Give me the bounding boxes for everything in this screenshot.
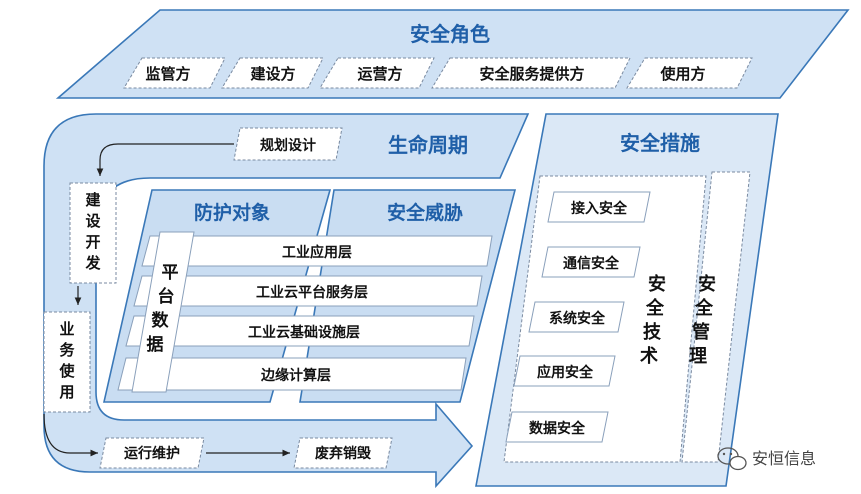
tech-title: 安全技术: [640, 273, 666, 367]
role-box-3: [319, 57, 435, 89]
role-operator: 运营方: [357, 65, 402, 83]
layer-box-2: [133, 275, 483, 307]
role-user: 使用方: [659, 65, 705, 83]
roles-band: 安全角色 监管方 建设方 运营方 安全服务提供方 使用方: [55, 9, 850, 99]
role-box-4: [431, 57, 631, 89]
roles-title: 安全角色: [410, 22, 490, 46]
stage-retire: 废弃销毁: [315, 445, 372, 462]
stage-build: 建设开发: [84, 191, 101, 272]
threat-title: 安全威胁: [387, 201, 463, 224]
tech-box-4: [513, 355, 616, 387]
wechat-icon: [717, 447, 747, 471]
lifecycle-box-build: [69, 182, 117, 284]
mgmt-column: [681, 171, 751, 463]
layer-edge: 边缘计算层: [260, 367, 331, 384]
lifecycle-box-ops: [99, 437, 205, 469]
platform-data-label: 平台数据: [147, 263, 179, 355]
stage-planning: 规划设计: [260, 137, 316, 154]
tech-system: 系统安全: [549, 310, 606, 327]
role-builder: 建设方: [250, 65, 295, 83]
watermark: 安恒信息: [717, 447, 816, 471]
arrow-use-to-ops: [43, 413, 98, 457]
stage-ops: 运行维护: [124, 445, 180, 462]
lifecycle-box-retire: [293, 437, 393, 469]
protect-section: 防护对象 安全威胁 工业应用层 工业云平台服务层 工业云基础设施层 边缘计算层 …: [102, 189, 517, 403]
layer-box-4: [117, 357, 467, 391]
measures-section: 安全措施 安全技术 安全管理 接入安全 通信安全 系统安全 应用安全 数据安全: [475, 113, 779, 487]
tech-comm: 通信安全: [563, 255, 620, 272]
role-regulator: 监管方: [145, 65, 190, 83]
tech-application: 应用安全: [537, 364, 594, 381]
arrow-planning-to-build: [96, 143, 234, 176]
mgmt-title: 安全管理: [689, 273, 716, 367]
stage-use: 业务使用: [58, 320, 75, 401]
layer-app: 工业应用层: [282, 244, 352, 261]
role-service-provider: 安全服务提供方: [479, 65, 584, 83]
lifecycle-band: 生命周期 规划设计 建设开发 业务使用 运行维护 废弃销毁: [43, 113, 530, 489]
watermark-text: 安恒信息: [752, 449, 816, 468]
layer-box-1: [141, 235, 493, 267]
role-box-1: [123, 57, 226, 89]
lifecycle-box-planning: [233, 127, 343, 161]
platform-data-box: [131, 231, 195, 393]
tech-box-1: [547, 191, 651, 223]
layer-box-3: [125, 315, 475, 347]
tech-box-3: [528, 301, 625, 333]
layer-paas: 工业云平台服务层: [256, 284, 368, 301]
tech-box-5: [505, 411, 609, 443]
role-box-2: [221, 57, 324, 89]
tech-data: 数据安全: [529, 420, 586, 437]
tech-access: 接入安全: [571, 200, 628, 217]
lifecycle-title: 生命周期: [388, 133, 468, 157]
role-box-5: [626, 57, 753, 89]
measures-title: 安全措施: [620, 131, 700, 155]
protect-title: 防护对象: [194, 201, 270, 224]
lifecycle-box-use: [43, 311, 91, 413]
layer-iaas: 工业云基础设施层: [248, 324, 360, 341]
tech-box-2: [541, 246, 641, 278]
